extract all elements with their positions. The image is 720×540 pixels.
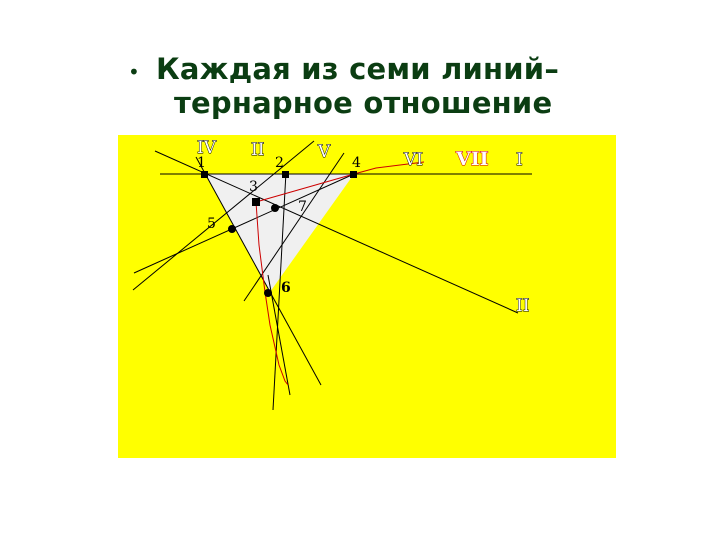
diagram-canvas: 1 2 3 4 5 6 7 IV II V VI VII I II — [118, 135, 616, 458]
point-3-marker — [252, 198, 260, 206]
roman-label-II-top: II — [251, 140, 264, 160]
roman-label-VII: VII — [455, 148, 489, 170]
line-II-diagonal — [154, 150, 519, 314]
bullet-marker: • — [128, 60, 140, 84]
line-2-6 — [272, 171, 287, 411]
heading-line-1: Каждая из семи линий– — [156, 52, 560, 86]
central-triangle — [205, 174, 354, 292]
line-through-6 — [267, 274, 291, 396]
point-5-label: 5 — [207, 216, 216, 232]
point-1-marker — [201, 171, 208, 178]
roman-label-VI: VI — [403, 150, 423, 170]
point-2-label: 2 — [275, 155, 284, 171]
point-4-label: 4 — [352, 155, 361, 171]
red-line-VI — [255, 161, 425, 203]
line-IV-steep — [195, 156, 322, 386]
point-4-marker — [350, 171, 357, 178]
red-line-VII — [255, 201, 289, 386]
line-to-point-1-5 — [243, 152, 345, 302]
point-6-marker — [264, 289, 272, 297]
point-7-label: 7 — [298, 199, 307, 215]
point-7-marker — [271, 204, 279, 212]
point-2-marker — [282, 171, 289, 178]
diagram-background — [118, 135, 616, 458]
point-6-label: 6 — [281, 280, 291, 296]
roman-label-IV: IV — [197, 138, 217, 158]
point-1-label: 1 — [197, 155, 206, 171]
line-V-left — [132, 140, 315, 291]
point-5-marker — [228, 225, 236, 233]
line-4-5 — [133, 173, 355, 274]
point-3-label: 3 — [249, 179, 258, 195]
roman-label-II-right: II — [516, 296, 529, 316]
fano-plane-diagram: 1 2 3 4 5 6 7 IV II V VI VII I II — [118, 135, 616, 458]
heading-line-2: тернарное отношение — [174, 86, 553, 120]
roman-label-I: I — [516, 150, 523, 170]
roman-label-V: V — [317, 142, 331, 162]
